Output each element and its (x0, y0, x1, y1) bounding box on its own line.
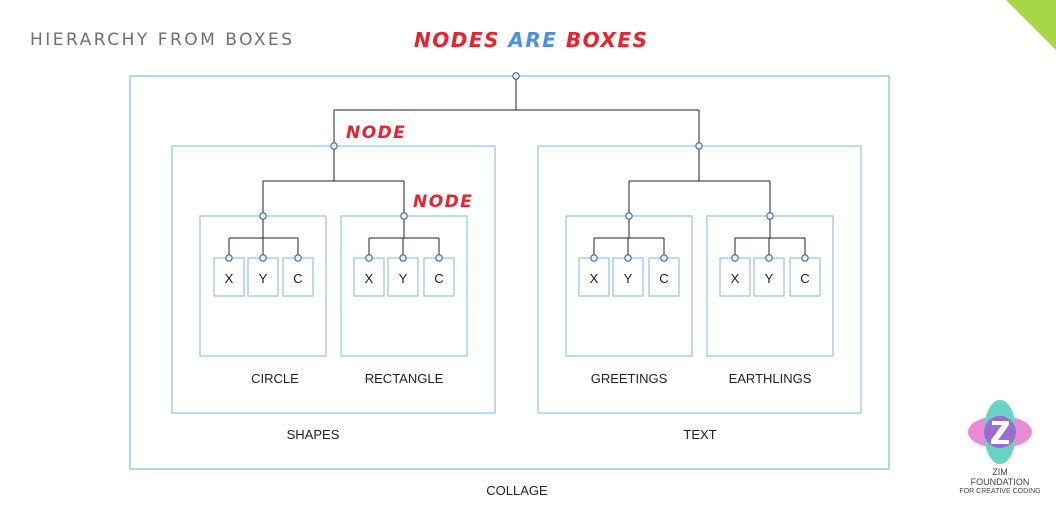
logo-foundation: FOUNDATION (970, 477, 1030, 487)
leaf-x: X (364, 271, 374, 286)
logo-tagline: FOR CREATIVE CODING (959, 488, 1041, 495)
label-greetings: GREETINGS (590, 371, 668, 386)
node-handle (766, 212, 774, 220)
node-handle (225, 254, 233, 262)
node-handle (590, 254, 598, 262)
node-handle (660, 254, 668, 262)
node-handle (625, 212, 633, 220)
node-handle (765, 254, 773, 262)
leaf-x: X (730, 271, 740, 286)
node-handle (399, 254, 407, 262)
node-handle (330, 142, 338, 150)
headline: NODES ARE BOXES (414, 28, 648, 52)
node-handle (731, 254, 739, 262)
zim-logo (968, 400, 1032, 464)
label-text: TEXT (683, 427, 717, 442)
node-handle (624, 254, 632, 262)
label-rectangle: RECTANGLE (364, 371, 444, 386)
node-handle (695, 142, 703, 150)
node-handle (801, 254, 809, 262)
leaf-c: C (434, 271, 444, 286)
corner-decoration (1006, 0, 1056, 50)
leaf-c: C (293, 271, 303, 286)
page-title: HIERARCHY FROM BOXES (30, 30, 295, 50)
label-shapes: SHAPES (286, 427, 340, 442)
headline-part-nodes: NODES (414, 28, 509, 52)
node-handle (259, 254, 267, 262)
node-handle (294, 254, 302, 262)
leaf-y: Y (398, 271, 408, 286)
node-handle (512, 72, 520, 80)
node-tag-outer: NODE (346, 123, 407, 143)
node-handle (259, 212, 267, 220)
node-handle (365, 254, 373, 262)
headline-part-boxes: BOXES (557, 28, 649, 52)
logo-name: ZIM (992, 467, 1008, 477)
leaf-x: X (224, 271, 234, 286)
headline-part-are: ARE (508, 28, 558, 52)
node-handle (435, 254, 443, 262)
leaf-x: X (589, 271, 599, 286)
leaf-y: Y (258, 271, 268, 286)
label-circle: CIRCLE (251, 371, 299, 386)
box-collage (129, 75, 890, 470)
leaf-y: Y (623, 271, 633, 286)
leaf-c: C (659, 271, 669, 286)
node-handle (400, 212, 408, 220)
node-tag-inner: NODE (413, 192, 474, 212)
leaf-y: Y (764, 271, 774, 286)
label-collage: COLLAGE (486, 483, 548, 498)
leaf-c: C (800, 271, 810, 286)
label-earthlings: EARTHLINGS (728, 371, 812, 386)
